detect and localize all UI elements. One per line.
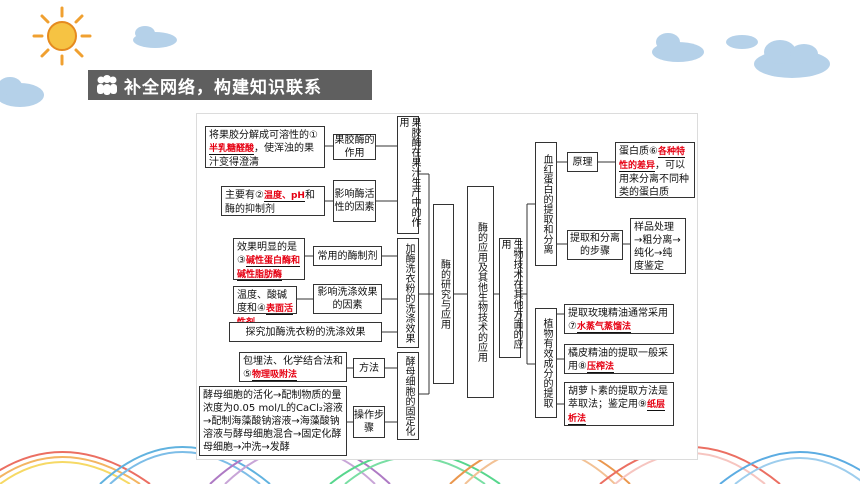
sun-icon [32, 6, 92, 66]
fruit-juice-label: 果胶酶在果汁生产中的作用 [397, 116, 420, 234]
wash-factors-text: 温度、酸碱度和④表面活性剂 [233, 286, 297, 329]
explore-detergent-box: 探究加酶洗衣粉的洗涤效果 [229, 322, 382, 342]
separation-steps-box: 提取和分离的步骤 [567, 230, 623, 260]
orange-oil-text: 橘皮精油的提取一般采用⑧压榨法 [564, 344, 674, 374]
steps-box: 操作步骤 [353, 406, 385, 438]
enzyme-factors-box: 影响酶活性的因素 [333, 180, 376, 222]
answer-6: 各种特性的差异 [619, 147, 685, 172]
common-enzyme-text: 效果明显的是③碱性蛋白酶和碱性脂肪酶 [233, 238, 305, 281]
yeast-label: 酵母细胞的固定化 [397, 352, 419, 440]
concept-map: 将果胶分解成可溶性的①半乳糖醛酸，使浑浊的果汁变得澄清 果胶酶的作用 主要有②温… [196, 113, 698, 460]
root-topic: 酶的研究与应用 [433, 204, 454, 384]
detergent-label: 加酶洗衣粉的洗涤效果 [397, 238, 419, 348]
pectinase-action-text: 将果胶分解成可溶性的①半乳糖醛酸，使浑浊的果汁变得澄清 [205, 126, 325, 168]
carotene-text: 胡萝卜素的提取方法是萃取法；鉴定用⑨纸层析法 [564, 382, 674, 426]
rose-oil-text: 提取玫瑰精油通常采用⑦水蒸气蒸馏法 [564, 304, 674, 334]
principle-box: 原理 [567, 152, 598, 172]
answer-5: 物理吸附法 [251, 370, 297, 381]
common-enzyme-box: 常用的酶制剂 [313, 246, 382, 266]
plant-extraction-label: 植物有效成分的提取 [535, 308, 557, 418]
immobilize-method-text: 包埋法、化学结合法和⑤物理吸附法 [239, 352, 347, 382]
separation-steps-text: 样品处理→粗分离→纯化→纯度鉴定 [630, 218, 686, 274]
answer-9: 纸层析法 [568, 400, 665, 425]
method-box: 方法 [353, 358, 385, 378]
answer-7: 水蒸气蒸馏法 [576, 322, 631, 333]
enzyme-factors-text: 主要有②温度、pH和酶的抑制剂 [221, 186, 325, 216]
pectinase-action-box: 果胶酶的作用 [333, 134, 376, 160]
section-header: 补全网络，构建知识联系 [88, 70, 372, 100]
wash-factors-box: 影响洗涤效果的因素 [313, 284, 382, 314]
hemoglobin-label: 血红蛋白的提取和分离 [535, 142, 557, 266]
bio-tech-branch: 生物技术在其他方面的应用 [499, 238, 522, 358]
section-title: 补全网络，构建知识联系 [124, 77, 322, 98]
answer-1: 半乳糖醛酸 [209, 144, 255, 155]
answer-3: 碱性蛋白酶和碱性脂肪酶 [237, 256, 300, 281]
answer-8: 压榨法 [586, 362, 614, 373]
people-icon [97, 75, 117, 95]
answer-2: 温度、pH [263, 191, 305, 202]
immobilize-steps-text: 酵母细胞的活化→配制物质的量浓度为0.05 mol/L的CaCl₂溶液→配制海藻… [199, 386, 347, 456]
enzyme-application-branch: 酶的应用及其他生物技术的应用 [467, 186, 494, 398]
principle-text: 蛋白质⑥各种特性的差异，可以用来分离不同种类的蛋白质 [615, 142, 695, 198]
